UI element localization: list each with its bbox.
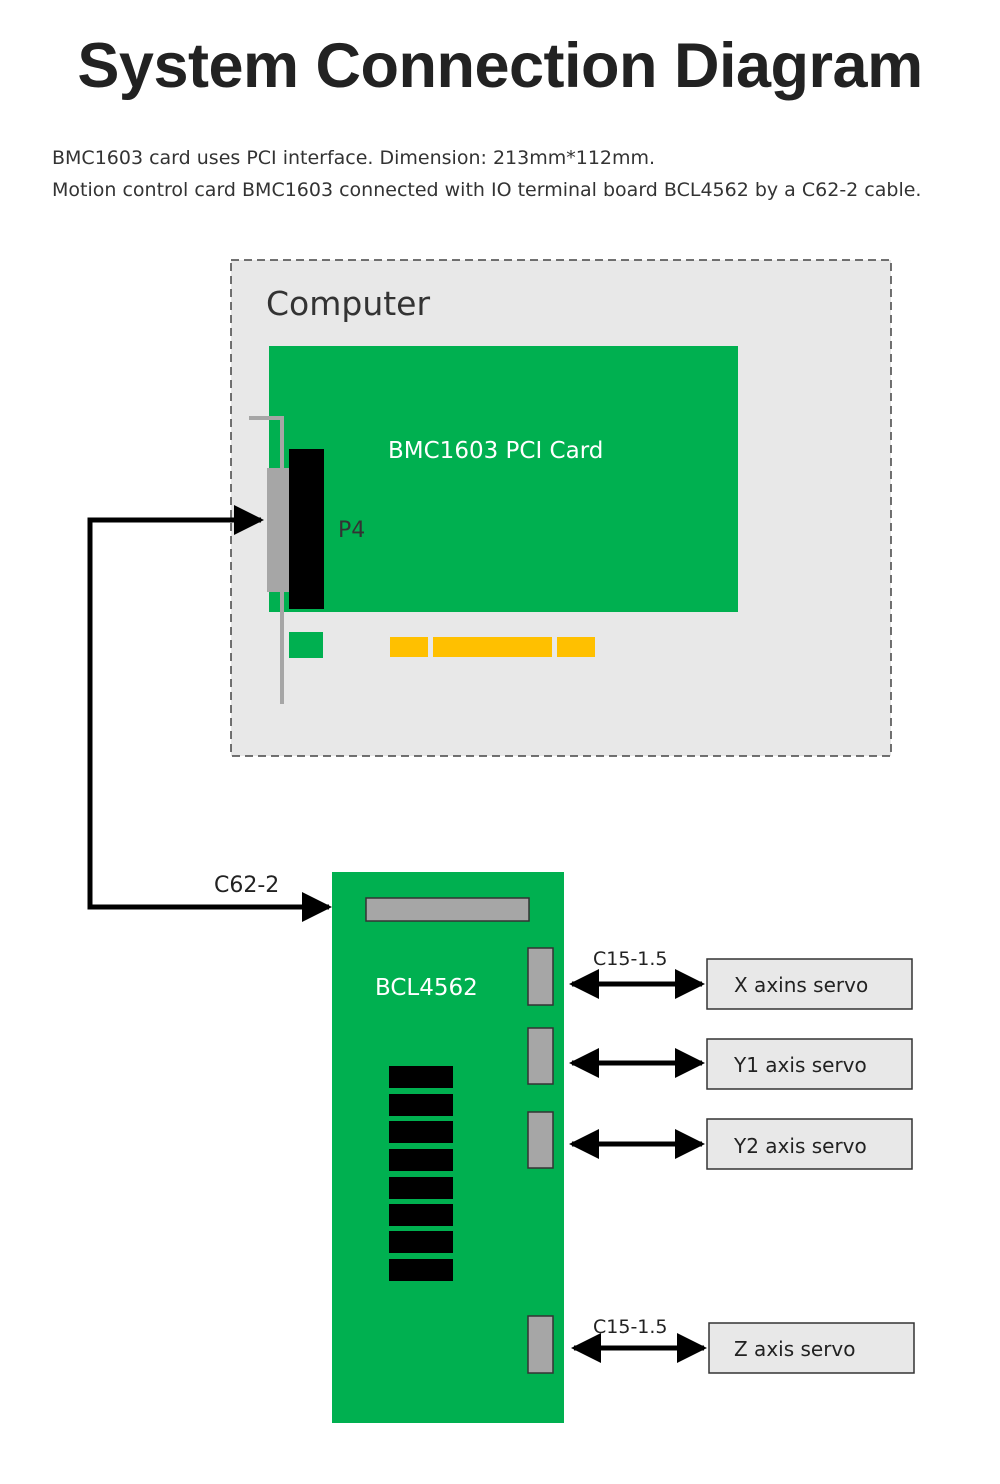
servo-label-z: Z axis servo [734, 1337, 856, 1361]
terminal-block [389, 1177, 453, 1199]
computer-label: Computer [266, 284, 430, 323]
terminal-board-label: BCL4562 [375, 975, 478, 1001]
servo-box-x [706, 958, 913, 1010]
servo-cable-label-z: C15-1.5 [593, 1316, 668, 1338]
description-line-1: BMC1603 card uses PCI interface. Dimensi… [52, 147, 656, 169]
servo-box-y2 [706, 1118, 913, 1170]
terminal-block [389, 1231, 453, 1253]
servo-cable-label-x: C15-1.5 [593, 948, 668, 970]
terminal-board [332, 872, 564, 1423]
servo-port-y2 [527, 1111, 554, 1169]
page-title: System Connection Diagram [77, 31, 923, 101]
pci-card-label: BMC1603 PCI Card [388, 438, 603, 464]
pci-card [269, 346, 738, 612]
p4-label: P4 [338, 518, 365, 543]
description: BMC1603 card uses PCI interface. Dimensi… [52, 142, 952, 206]
bracket-green-tab-top [269, 456, 279, 466]
p4-connector [289, 449, 324, 609]
description-line-2: Motion control card BMC1603 connected wi… [52, 179, 922, 201]
servo-box-y1 [706, 1038, 913, 1090]
bracket-green-tab-bottom [269, 596, 279, 610]
servo-label-x: X axins servo [734, 973, 868, 997]
servo-box-z [708, 1322, 915, 1374]
servo-port-y1 [527, 1027, 554, 1085]
terminal-block [389, 1204, 453, 1226]
servo-port-x [527, 947, 554, 1006]
pci-card-tab [289, 632, 323, 658]
terminal-block [389, 1094, 453, 1116]
terminal-block [389, 1259, 453, 1281]
gold-finger-1 [390, 637, 428, 657]
terminal-block [389, 1121, 453, 1143]
terminal-board-header [365, 897, 530, 922]
terminal-block [389, 1149, 453, 1171]
servo-label-y2: Y2 axis servo [733, 1134, 867, 1158]
terminal-block [389, 1066, 453, 1088]
servo-port-z [527, 1315, 554, 1374]
c62-cable-line [87, 505, 332, 922]
gold-finger-2 [433, 637, 552, 657]
servo-label-y1: Y1 axis servo [733, 1053, 867, 1077]
c62-cable-label: C62-2 [214, 873, 279, 898]
gold-finger-3 [557, 637, 595, 657]
p4-connector-shell [267, 468, 289, 592]
